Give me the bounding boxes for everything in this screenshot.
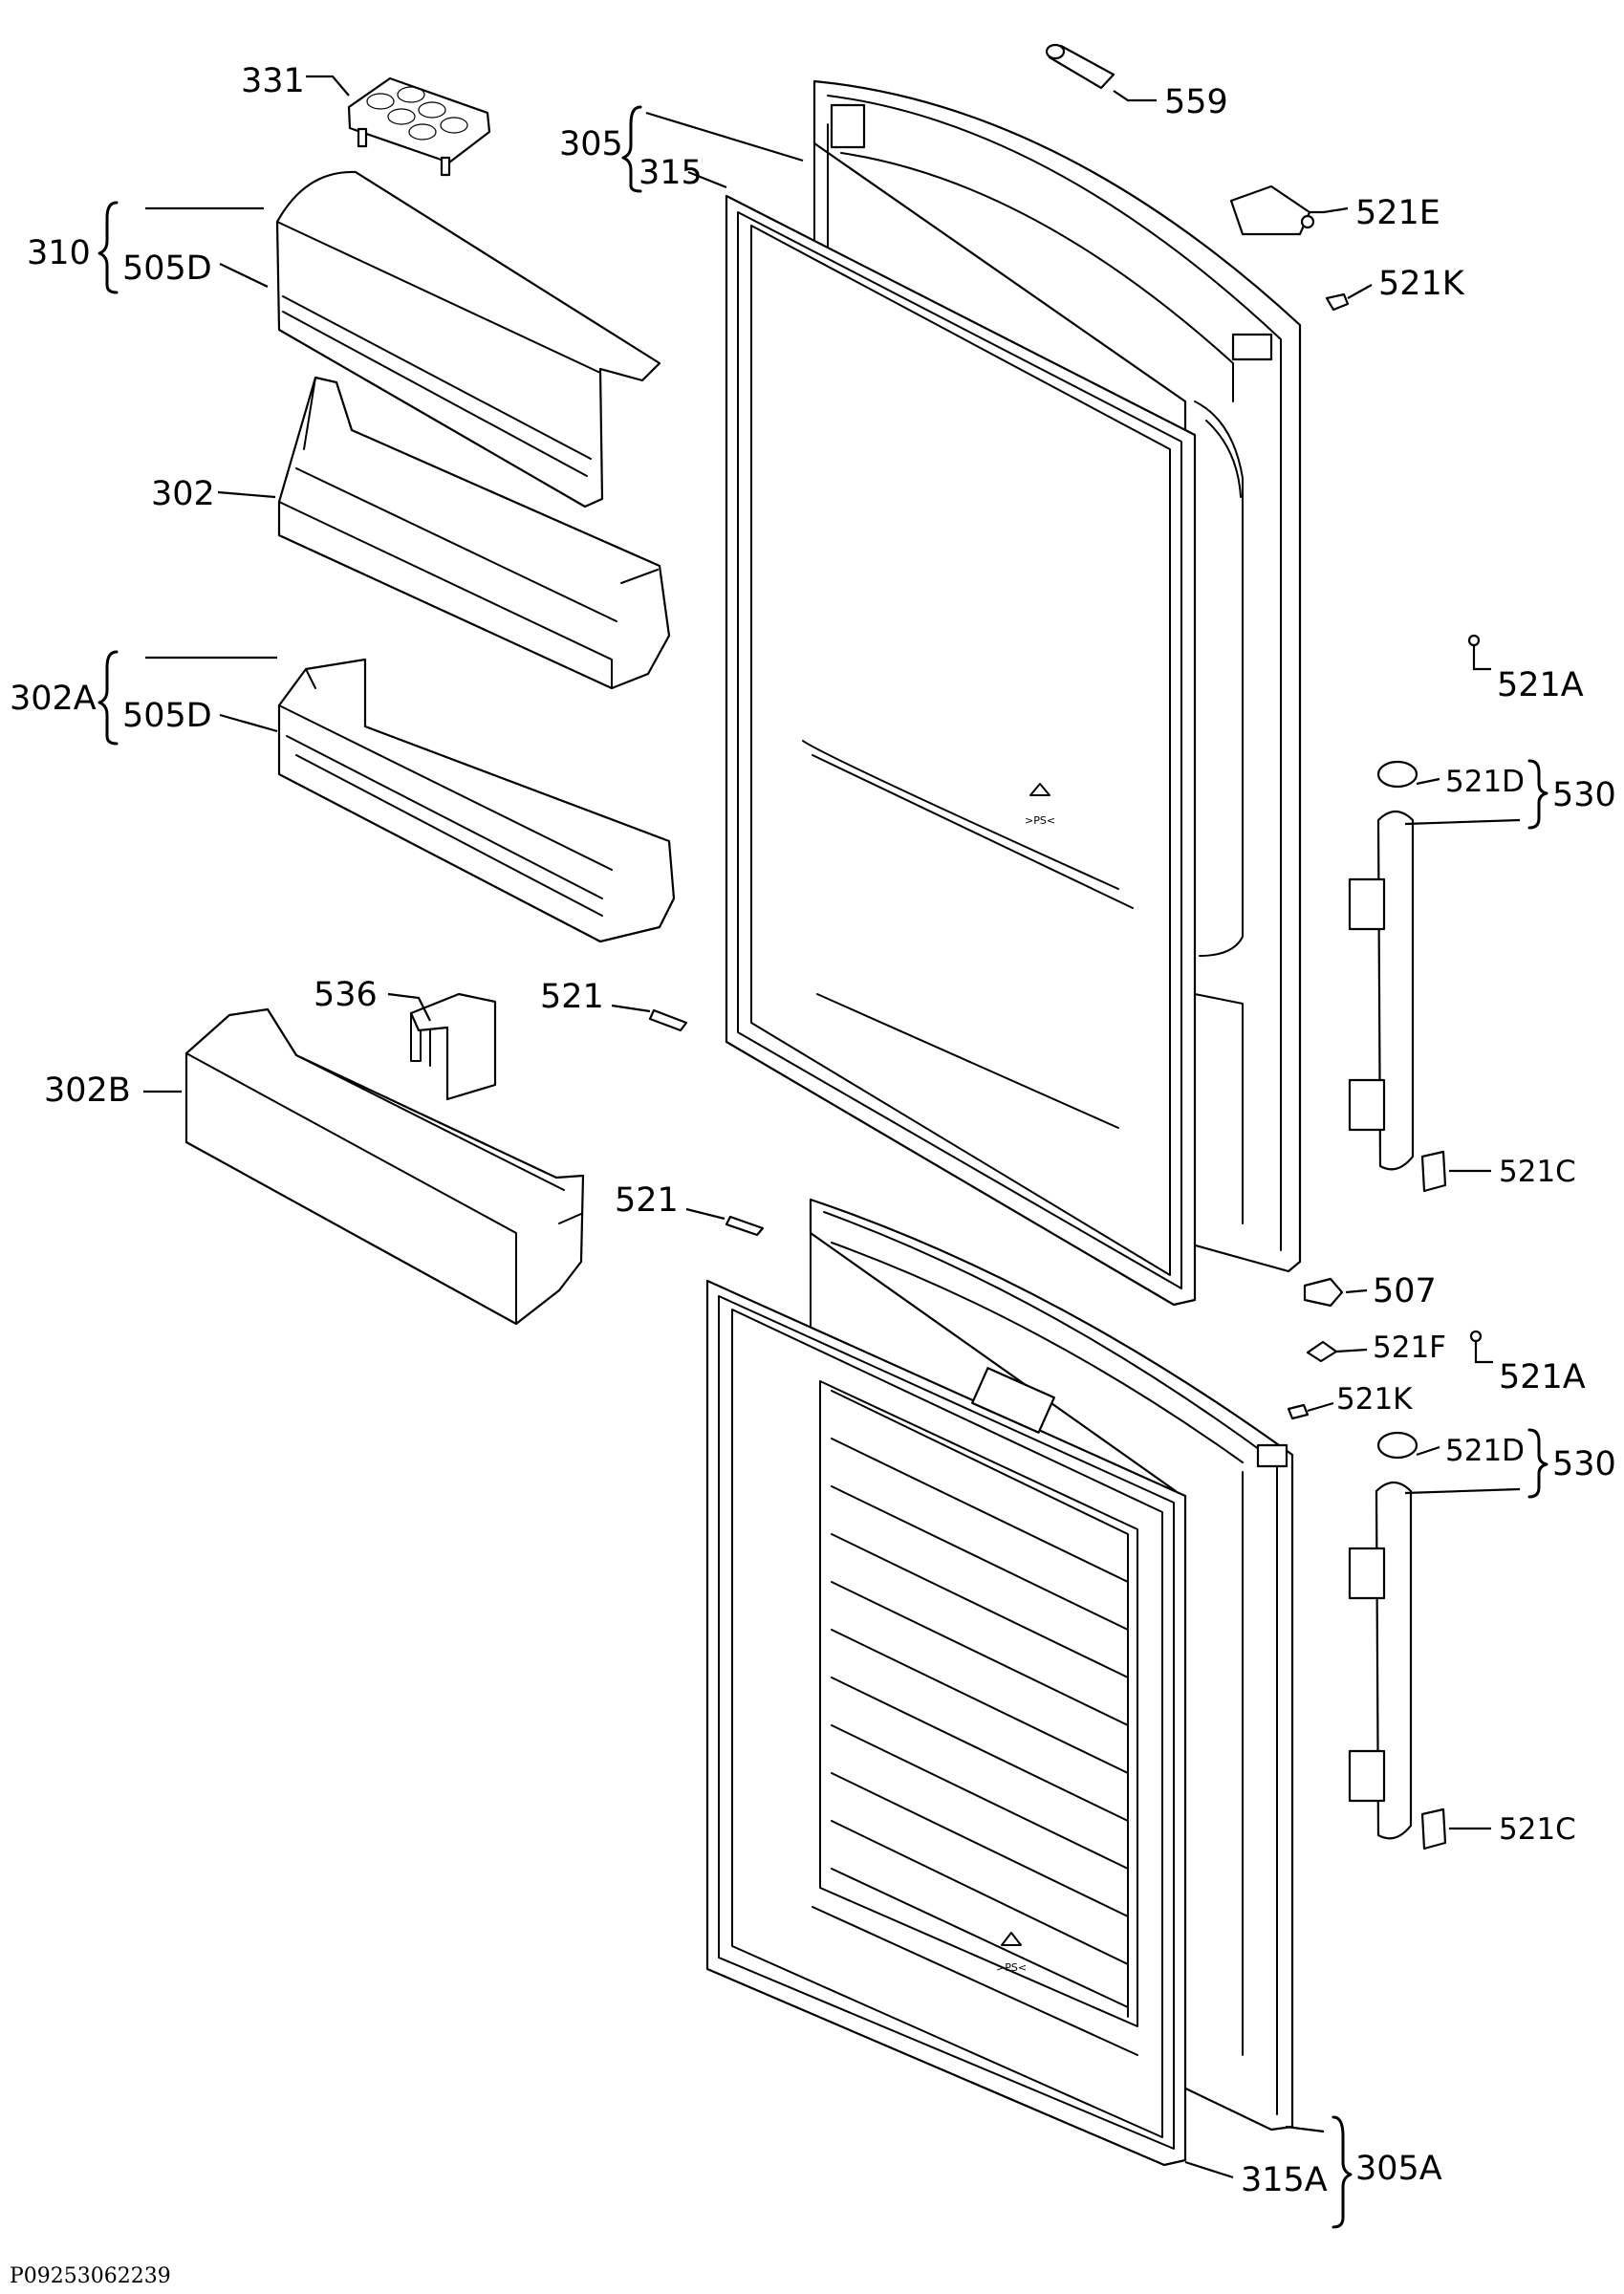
callout-521k-top: 521K xyxy=(1378,265,1465,303)
svg-text:>PS<: >PS< xyxy=(1025,814,1055,827)
cap-521d-bottom xyxy=(1376,1431,1418,1460)
callout-530-bottom: 530 xyxy=(1552,1445,1616,1483)
leader-lines xyxy=(143,75,1521,2179)
callout-530-top: 530 xyxy=(1552,776,1616,814)
callout-331: 331 xyxy=(241,62,305,100)
callout-521c-bottom: 521C xyxy=(1499,1812,1576,1847)
clip-521k-top xyxy=(1325,292,1350,312)
callout-559: 559 xyxy=(1164,83,1228,121)
screw-521-upper xyxy=(648,1008,688,1032)
callout-521-lower: 521 xyxy=(615,1181,679,1220)
callout-302b: 302B xyxy=(44,1071,131,1110)
screw-521-lower xyxy=(725,1215,765,1237)
door-shelf-with-bar xyxy=(277,658,676,943)
svg-text:>PS<: >PS< xyxy=(996,1961,1027,1974)
cap-521c-bottom xyxy=(1420,1807,1447,1850)
callout-521a-top: 521A xyxy=(1497,666,1584,704)
part-521e xyxy=(1229,184,1315,236)
bottle-shelf xyxy=(184,1007,585,1326)
callout-305: 305 xyxy=(559,125,623,163)
part-507 xyxy=(1303,1277,1344,1308)
callout-521d-top: 521D xyxy=(1445,765,1525,799)
callout-315a: 315A xyxy=(1241,2161,1328,2199)
callout-521d-bottom: 521D xyxy=(1445,1434,1525,1468)
shelf-divider xyxy=(409,992,497,1101)
callout-315: 315 xyxy=(639,154,703,192)
cap-521c-top xyxy=(1420,1150,1447,1193)
callout-labels: 331 559 305 315 310 505D 521E 521K 302 3… xyxy=(10,62,1616,2199)
door-shelf-cover xyxy=(275,170,661,509)
grouping-braces xyxy=(97,105,1548,2229)
callout-521c-top: 521C xyxy=(1499,1155,1576,1189)
egg-tray xyxy=(347,76,491,177)
drawing-number: P09253062239 xyxy=(10,2264,171,2288)
callout-310: 310 xyxy=(27,234,91,272)
clip-521a-bottom xyxy=(1469,1330,1483,1343)
recycle-mark-upper-icon: >PS< xyxy=(1025,783,1055,827)
callout-521k-bottom: 521K xyxy=(1336,1382,1413,1417)
callout-521a-bottom: 521A xyxy=(1499,1358,1586,1396)
clip-521a-top xyxy=(1467,634,1481,647)
clip-521k-bottom xyxy=(1287,1403,1310,1420)
handle-upper xyxy=(1348,810,1415,1171)
callout-302: 302 xyxy=(151,475,215,513)
lower-door-gasket xyxy=(705,1279,1187,2167)
upper-door-gasket xyxy=(725,194,1197,1307)
recycle-mark-lower-icon: >PS< xyxy=(996,1932,1027,1974)
callout-302a: 302A xyxy=(10,680,97,718)
callout-505d-mid: 505D xyxy=(122,697,212,735)
cap-521d-top xyxy=(1376,760,1418,789)
callout-521e: 521E xyxy=(1355,194,1440,232)
callout-305a: 305A xyxy=(1355,2150,1442,2188)
door-shelf xyxy=(277,376,671,690)
callout-521-upper: 521 xyxy=(540,978,604,1016)
callout-521f: 521F xyxy=(1373,1331,1446,1365)
callout-505d-top: 505D xyxy=(122,249,212,288)
callout-536: 536 xyxy=(314,976,378,1014)
part-521f xyxy=(1306,1340,1338,1363)
pin-559 xyxy=(1045,43,1115,90)
callout-507: 507 xyxy=(1373,1272,1437,1310)
upper-door-panel xyxy=(812,79,1302,1273)
handle-lower xyxy=(1348,1481,1413,1840)
